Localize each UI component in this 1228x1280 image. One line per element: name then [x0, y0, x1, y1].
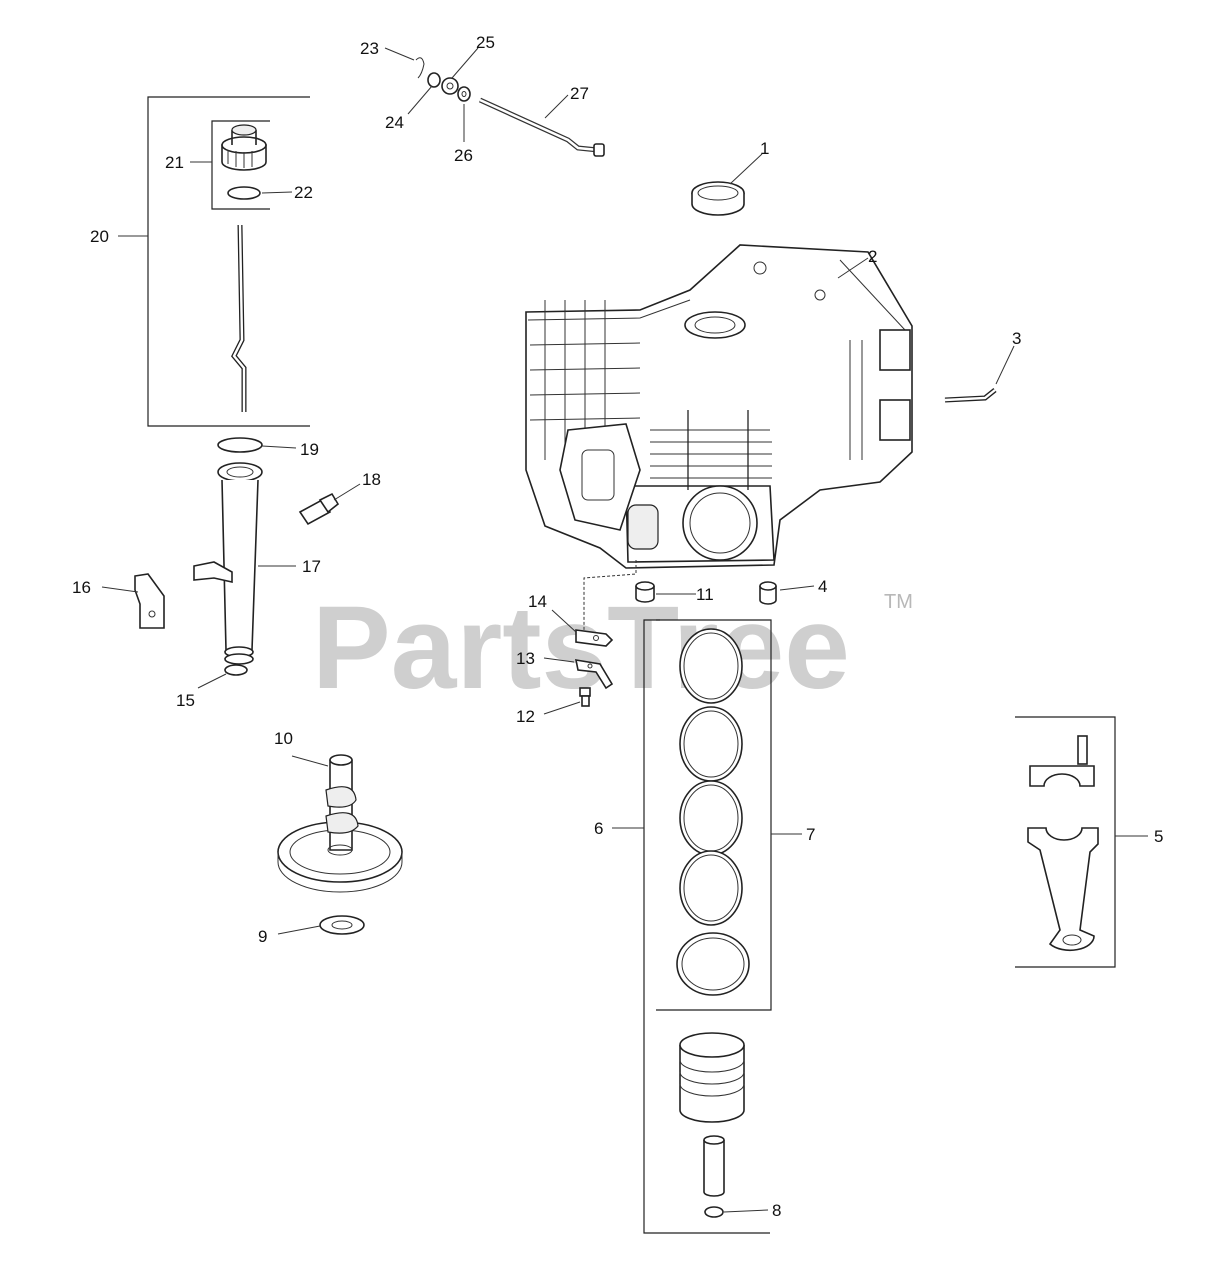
label-15[interactable]: 15 [176, 691, 195, 710]
label-17[interactable]: 17 [302, 557, 321, 576]
part-1-seal-ring[interactable] [691, 181, 745, 216]
label-18[interactable]: 18 [362, 470, 381, 489]
part-25-washer[interactable] [441, 77, 459, 95]
label-21[interactable]: 21 [165, 153, 184, 172]
part-3-breather-tube[interactable] [944, 388, 997, 403]
part-27-tube[interactable] [478, 97, 605, 157]
label-27[interactable]: 27 [570, 84, 589, 103]
group-box-ring-set [656, 619, 772, 1011]
label-9[interactable]: 9 [258, 927, 267, 946]
trademark: TM [884, 591, 913, 613]
label-19[interactable]: 19 [300, 440, 319, 459]
label-7[interactable]: 7 [806, 825, 815, 844]
part-24-washer[interactable] [427, 72, 441, 88]
part-19-o-ring[interactable] [217, 437, 263, 453]
part-23-clip[interactable] [415, 57, 425, 79]
label-11[interactable]: 11 [696, 585, 714, 604]
group-box-5 [1015, 716, 1116, 968]
part-26-washer[interactable] [457, 86, 471, 102]
label-24[interactable]: 24 [385, 113, 404, 132]
part-6-piston[interactable] [679, 1032, 745, 1197]
part-2-crankcase[interactable] [525, 244, 913, 569]
label-16[interactable]: 16 [72, 578, 91, 597]
label-6[interactable]: 6 [594, 819, 603, 838]
label-22[interactable]: 22 [294, 183, 313, 202]
label-1[interactable]: 1 [760, 139, 769, 158]
part-5-connecting-rod[interactable] [1027, 735, 1099, 952]
part-18-fitting[interactable] [298, 492, 340, 526]
label-10[interactable]: 10 [274, 729, 293, 748]
part-12-screw[interactable] [579, 687, 591, 707]
label-20[interactable]: 20 [90, 227, 109, 246]
label-3[interactable]: 3 [1012, 329, 1021, 348]
part-8-retainer[interactable] [704, 1206, 724, 1218]
part-10-camshaft[interactable] [277, 754, 403, 893]
label-12[interactable]: 12 [516, 707, 535, 726]
leader-lines [101, 47, 1148, 1213]
group-box-21 [211, 120, 270, 210]
part-13-bracket[interactable] [574, 659, 614, 690]
label-14[interactable]: 14 [528, 592, 547, 611]
callout-labels: 23 25 24 26 27 1 2 3 21 22 20 19 18 17 1… [72, 33, 1163, 1220]
group-box-6 [643, 619, 770, 1234]
part-22-o-ring[interactable] [227, 186, 261, 200]
label-13[interactable]: 13 [516, 649, 535, 668]
part-9-washer[interactable] [319, 915, 365, 935]
label-25[interactable]: 25 [476, 33, 495, 52]
part-14-plate[interactable] [575, 629, 614, 647]
part-15-o-ring[interactable] [224, 664, 248, 676]
part-7-piston-rings[interactable] [676, 628, 750, 996]
label-26[interactable]: 26 [454, 146, 473, 165]
part-11-plug[interactable] [635, 581, 655, 603]
part-20-dipstick[interactable] [231, 224, 247, 412]
part-21-oil-cap[interactable] [221, 124, 267, 171]
group-box-20 [147, 96, 310, 427]
label-23[interactable]: 23 [360, 39, 379, 58]
part-17-dipstick-tube[interactable] [193, 462, 263, 665]
part-16-bracket[interactable] [134, 573, 165, 629]
label-8[interactable]: 8 [772, 1201, 781, 1220]
label-4[interactable]: 4 [818, 577, 827, 596]
label-5[interactable]: 5 [1154, 827, 1163, 846]
label-2[interactable]: 2 [868, 247, 877, 266]
part-4-plug[interactable] [759, 581, 777, 605]
